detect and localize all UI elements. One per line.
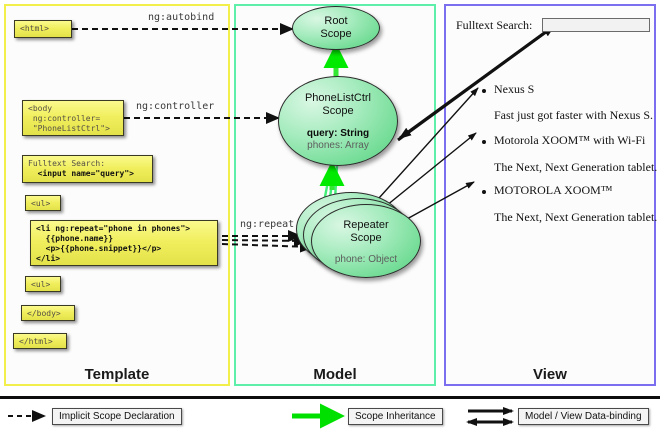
scope-phonelistctrl-title-2: Scope — [322, 105, 354, 117]
scope-root-title-1: Root — [324, 15, 348, 27]
scope-phonelistctrl-title-1: PhoneListCtrl — [304, 92, 372, 104]
code-text: <html> — [20, 24, 49, 33]
scope-prop-phones: phones: Array — [307, 140, 369, 151]
scope-root-title-2: Scope — [320, 28, 352, 40]
scope-repeater-title-1: Repeater — [343, 219, 389, 231]
scope-repeater-title-2: Scope — [350, 232, 382, 244]
panel-template-label: Template — [84, 366, 150, 383]
view-search-label: Fulltext Search: — [456, 18, 533, 32]
code-text: <ul> — [31, 199, 51, 208]
code-box-html-open: <html> — [14, 20, 72, 38]
code-box-body-open: <body ng:controller= "PhoneListCtrl"> — [22, 100, 124, 136]
code-text-line4: </li> — [36, 254, 61, 263]
legend-divider — [0, 396, 660, 399]
legend-label-model-view-data-binding: Model / View Data-binding — [518, 408, 649, 425]
code-box-ul-close: <ul> — [25, 276, 61, 292]
scope-repeater: Repeater Scope phone: Object — [311, 204, 421, 278]
code-text-line1: <body — [28, 104, 53, 113]
list-bullet — [482, 140, 486, 144]
view-item-name: Motorola XOOM™ with Wi-Fi — [494, 133, 646, 147]
code-text-line2: ng:controller= — [28, 114, 101, 123]
legend-label-scope-inheritance: Scope Inheritance — [348, 408, 443, 425]
code-box-ul-open: <ul> — [25, 195, 61, 211]
edge-label-ng-controller: ng:controller — [136, 101, 215, 112]
search-input[interactable] — [542, 18, 650, 32]
code-text-label: Fulltext Search: — [28, 159, 106, 168]
code-box-html-close: </html> — [13, 333, 67, 349]
code-text-input: <input name="query"> — [28, 169, 134, 178]
edge-label-ng-autobind: ng:autobind — [148, 12, 215, 23]
panel-model-label: Model — [313, 366, 357, 383]
code-text-line3: "PhoneListCtrl"> — [28, 124, 110, 133]
code-text-line3: <p>{{phone.snippet}}</p> — [36, 244, 162, 253]
list-bullet — [482, 190, 486, 194]
code-text: <ul> — [31, 280, 51, 289]
scope-root: Root Scope — [292, 6, 380, 50]
panel-view-label: View — [533, 366, 567, 383]
view-item-snippet: Fast just got faster with Nexus S. — [494, 108, 653, 122]
view-item-snippet: The Next, Next Generation tablet. — [494, 160, 658, 174]
scope-phonelistctrl: PhoneListCtrl Scope query: String phones… — [278, 76, 398, 166]
code-box-body-close: </body> — [21, 305, 75, 321]
code-text-line2: {{phone.name}} — [36, 234, 114, 243]
view-content: Fulltext Search: Nexus S Fast just got f… — [444, 4, 658, 386]
legend-arrow-layer — [8, 403, 514, 429]
edge-label-ng-repeat: ng:repeat — [240, 219, 295, 230]
legend: Implicit Scope Declaration Scope Inherit… — [0, 396, 660, 435]
view-item-snippet: The Next, Next Generation tablet. — [494, 210, 658, 224]
code-text-line1: <li ng:repeat="phone in phones"> — [36, 224, 191, 233]
view-item-name: MOTOROLA XOOM™ — [494, 183, 613, 197]
code-text: </html> — [19, 337, 53, 346]
scope-prop-query: query: String — [306, 128, 370, 139]
code-box-fulltext-search: Fulltext Search: <input name="query"> — [22, 155, 153, 183]
code-text: </body> — [27, 309, 61, 318]
view-item-name: Nexus S — [494, 82, 535, 96]
code-box-li-repeat: <li ng:repeat="phone in phones"> {{phone… — [30, 220, 218, 266]
list-bullet — [482, 89, 486, 93]
legend-label-implicit-scope-declaration: Implicit Scope Declaration — [52, 408, 182, 425]
scope-prop-phone: phone: Object — [334, 254, 398, 265]
